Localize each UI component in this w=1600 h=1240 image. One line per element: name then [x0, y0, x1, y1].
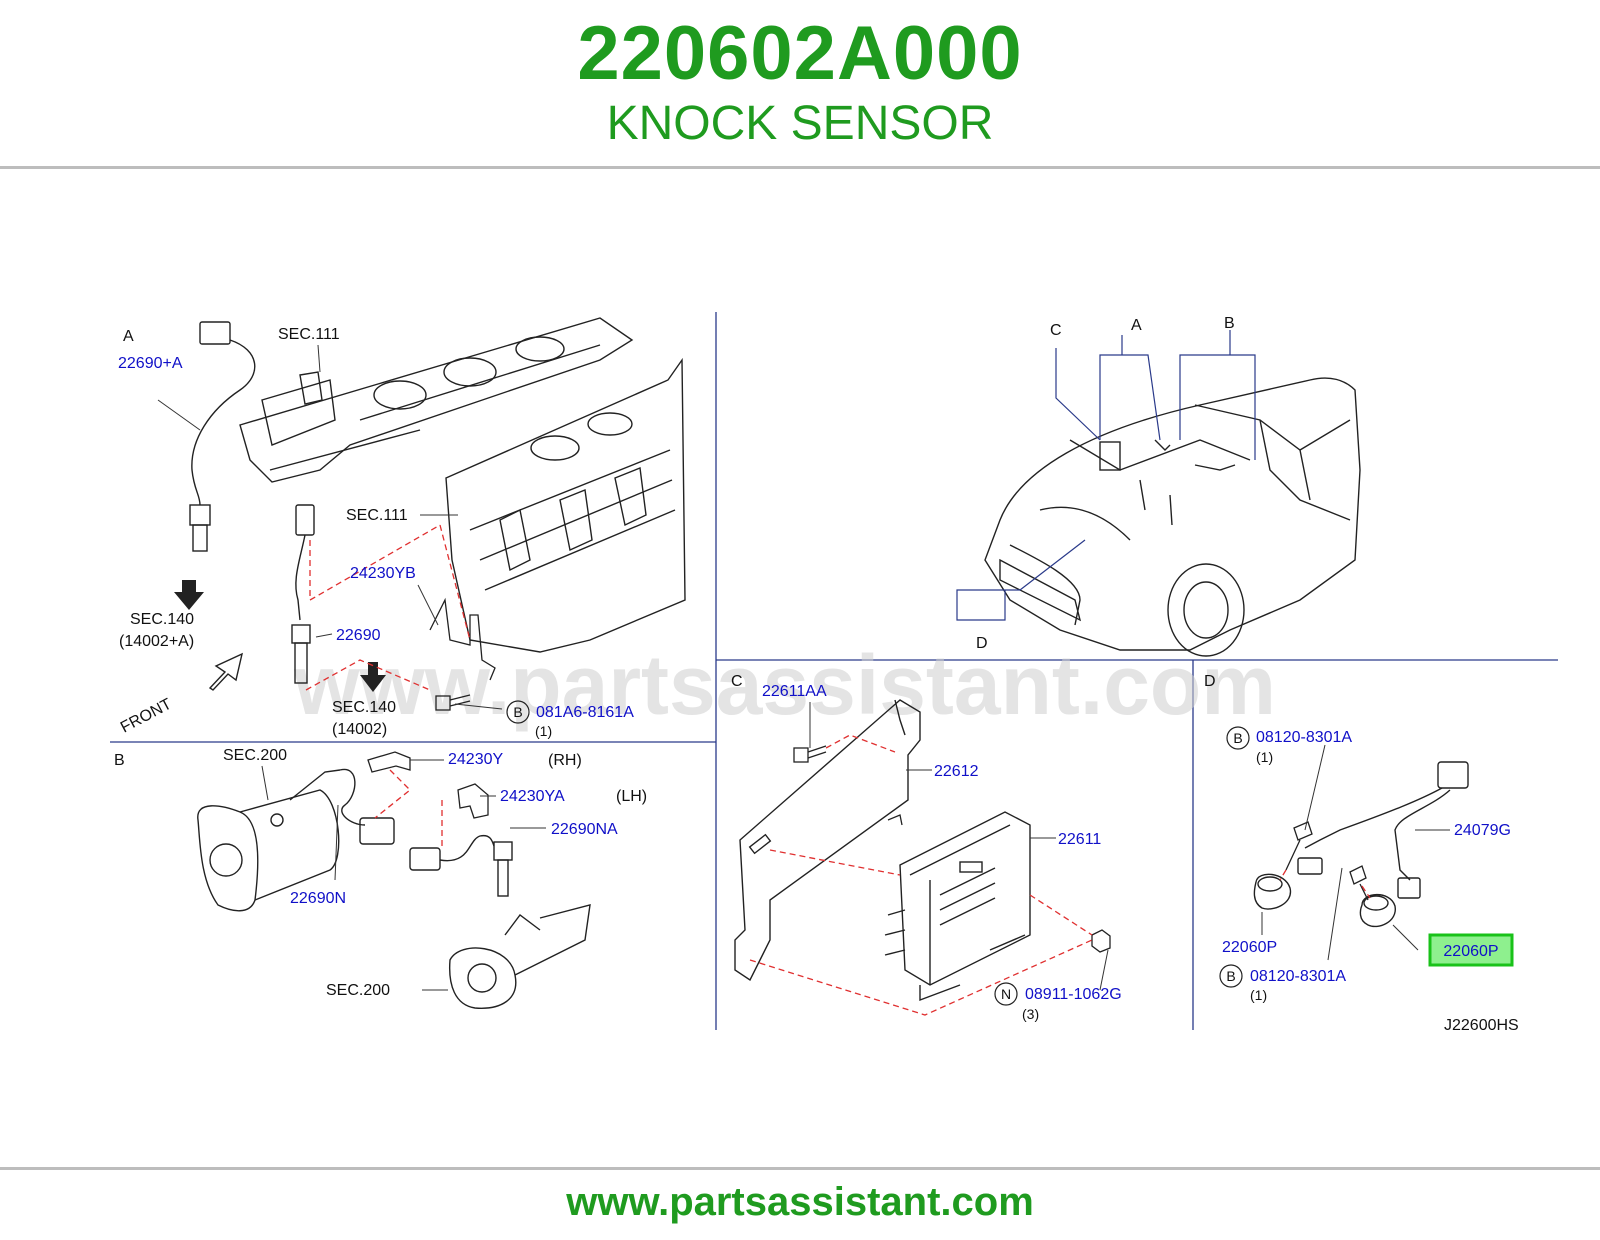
- panel-c-letter: C: [731, 673, 743, 690]
- panel-b: B: [114, 747, 647, 1009]
- part-name-subtitle: KNOCK SENSOR: [606, 97, 994, 150]
- footer-site-link[interactable]: www.partsassistant.com: [566, 1180, 1034, 1224]
- bolt-top-badge-letter: B: [1233, 730, 1242, 746]
- oxygen-sensor-22690na-drawing: [409, 834, 513, 897]
- nut-badge-letter: N: [1001, 986, 1011, 1002]
- panel-b-dashed-leaders: [374, 769, 443, 850]
- label-22690n[interactable]: 22690N: [290, 890, 346, 907]
- label-front: FRONT: [118, 696, 175, 737]
- bolt-drawing: [435, 694, 471, 711]
- panel-dividers: [110, 312, 1558, 1030]
- header-divider: [0, 166, 1600, 169]
- page-header: 220602A000 KNOCK SENSOR: [0, 0, 1600, 168]
- ecu-fasteners-drawing: [793, 745, 1111, 953]
- arrow-down-icon: [174, 580, 204, 610]
- bolt-bottom-badge-letter: B: [1226, 968, 1235, 984]
- label-22060p-left[interactable]: 22060P: [1222, 939, 1277, 956]
- oxygen-sensor-22690n-drawing: [289, 768, 395, 845]
- label-08911-1062g[interactable]: 08911-1062G: [1025, 986, 1122, 1003]
- label-lh: (LH): [616, 788, 647, 805]
- label-22612[interactable]: 22612: [934, 763, 979, 780]
- exhaust-flange-left-drawing: [197, 789, 340, 912]
- label-sec140-mid[interactable]: SEC.140: [332, 699, 396, 716]
- label-sec140-left-sub: (14002+A): [119, 633, 194, 650]
- label-bolt-bottom-qty: (1): [1250, 987, 1267, 1003]
- label-08120-8301a-bottom[interactable]: 08120-8301A: [1250, 968, 1346, 985]
- bracket-24230ya-drawing: [457, 783, 489, 819]
- panel-d: D: [1204, 673, 1519, 1034]
- label-22690[interactable]: 22690: [336, 627, 381, 644]
- oxygen-sensor-upstream-drawing: [189, 321, 256, 552]
- label-22690-a[interactable]: 22690+A: [118, 355, 183, 372]
- panel-a-dashed-leaders: [305, 524, 471, 691]
- panel-d-letter: D: [1204, 673, 1216, 690]
- label-rh: (RH): [548, 752, 582, 769]
- label-24230ya[interactable]: 24230YA: [500, 788, 565, 805]
- exhaust-flange-bottom-drawing: [448, 904, 591, 1009]
- cylinder-head-upper-drawing: [239, 317, 634, 483]
- label-24230y[interactable]: 24230Y: [448, 751, 503, 768]
- knock-sensor-harness-drawing: [1297, 761, 1469, 899]
- front-direction-arrow-icon: [208, 652, 244, 691]
- nut-badge-circle: [994, 982, 1018, 1006]
- panel-a-leaders: [157, 344, 503, 710]
- label-bolt-qty: (1): [535, 723, 552, 739]
- label-22611aa[interactable]: 22611AA: [762, 683, 827, 700]
- panel-c-leaders: [809, 702, 1109, 991]
- label-22690na[interactable]: 22690NA: [551, 821, 618, 838]
- label-sec111-mid[interactable]: SEC.111: [346, 507, 408, 524]
- panel-d-leaders: [1261, 744, 1450, 961]
- part-number-title: 220602A000: [577, 11, 1023, 96]
- panel-c: C: [731, 673, 1122, 1022]
- watermark: www.partsassistant.com: [293, 638, 1276, 732]
- cylinder-head-lower-drawing: [445, 357, 686, 653]
- bracket-24230y-drawing: [367, 751, 411, 773]
- bolt-badge-circle: [506, 700, 530, 724]
- label-22611[interactable]: 22611: [1058, 831, 1101, 848]
- label-sec111-top[interactable]: SEC.111: [278, 326, 340, 343]
- knock-sensor-drawing: [1253, 873, 1396, 928]
- knock-sensor-bolts-drawing: [1285, 821, 1369, 901]
- label-nut-qty: (3): [1022, 1006, 1039, 1022]
- panel-c-dashed-leaders: [749, 734, 1093, 1016]
- panel-b-leaders: [261, 759, 546, 991]
- overview-callout-lines: [956, 330, 1256, 621]
- panel-d-dashed-leaders: [1279, 869, 1371, 899]
- ecu-bracket-drawing: [734, 699, 921, 982]
- overview-label-b[interactable]: B: [1224, 315, 1235, 332]
- label-22060p-highlighted[interactable]: 22060P: [1443, 943, 1498, 960]
- vehicle-overview-drawing: [984, 377, 1361, 657]
- label-sec140-mid-sub: (14002): [332, 721, 387, 738]
- overview-label-d[interactable]: D: [976, 635, 988, 652]
- label-sec140-left[interactable]: SEC.140: [130, 611, 194, 628]
- overview-label-c[interactable]: C: [1050, 322, 1062, 339]
- panel-b-letter: B: [114, 752, 125, 769]
- label-08120-8301a-top[interactable]: 08120-8301A: [1256, 729, 1352, 746]
- label-bolt-top-qty: (1): [1256, 749, 1273, 765]
- panel-a-letter: A: [123, 328, 134, 345]
- label-081a6-8161a[interactable]: 081A6-8161A: [536, 704, 634, 721]
- diagram-code: J22600HS: [1444, 1017, 1519, 1034]
- ecu-module-drawing: [884, 811, 1031, 1002]
- overview-label-a[interactable]: A: [1131, 317, 1142, 334]
- heat-shield-bracket-drawing: [429, 597, 496, 681]
- highlight-box: [1428, 933, 1514, 967]
- arrow-down-icon: [360, 662, 386, 692]
- label-24079g[interactable]: 24079G: [1454, 822, 1511, 839]
- panel-overview: C A B D: [956, 315, 1361, 657]
- oxygen-sensor-22690-drawing: [291, 504, 315, 684]
- label-24230yb[interactable]: 24230YB: [350, 565, 416, 582]
- label-sec200-bottom[interactable]: SEC.200: [326, 982, 390, 999]
- bolt-top-badge-circle: [1226, 726, 1250, 750]
- label-sec200-top[interactable]: SEC.200: [223, 747, 287, 764]
- bolt-bottom-badge-circle: [1219, 964, 1243, 988]
- bolt-badge-letter: B: [513, 704, 522, 720]
- footer-divider: [0, 1167, 1600, 1170]
